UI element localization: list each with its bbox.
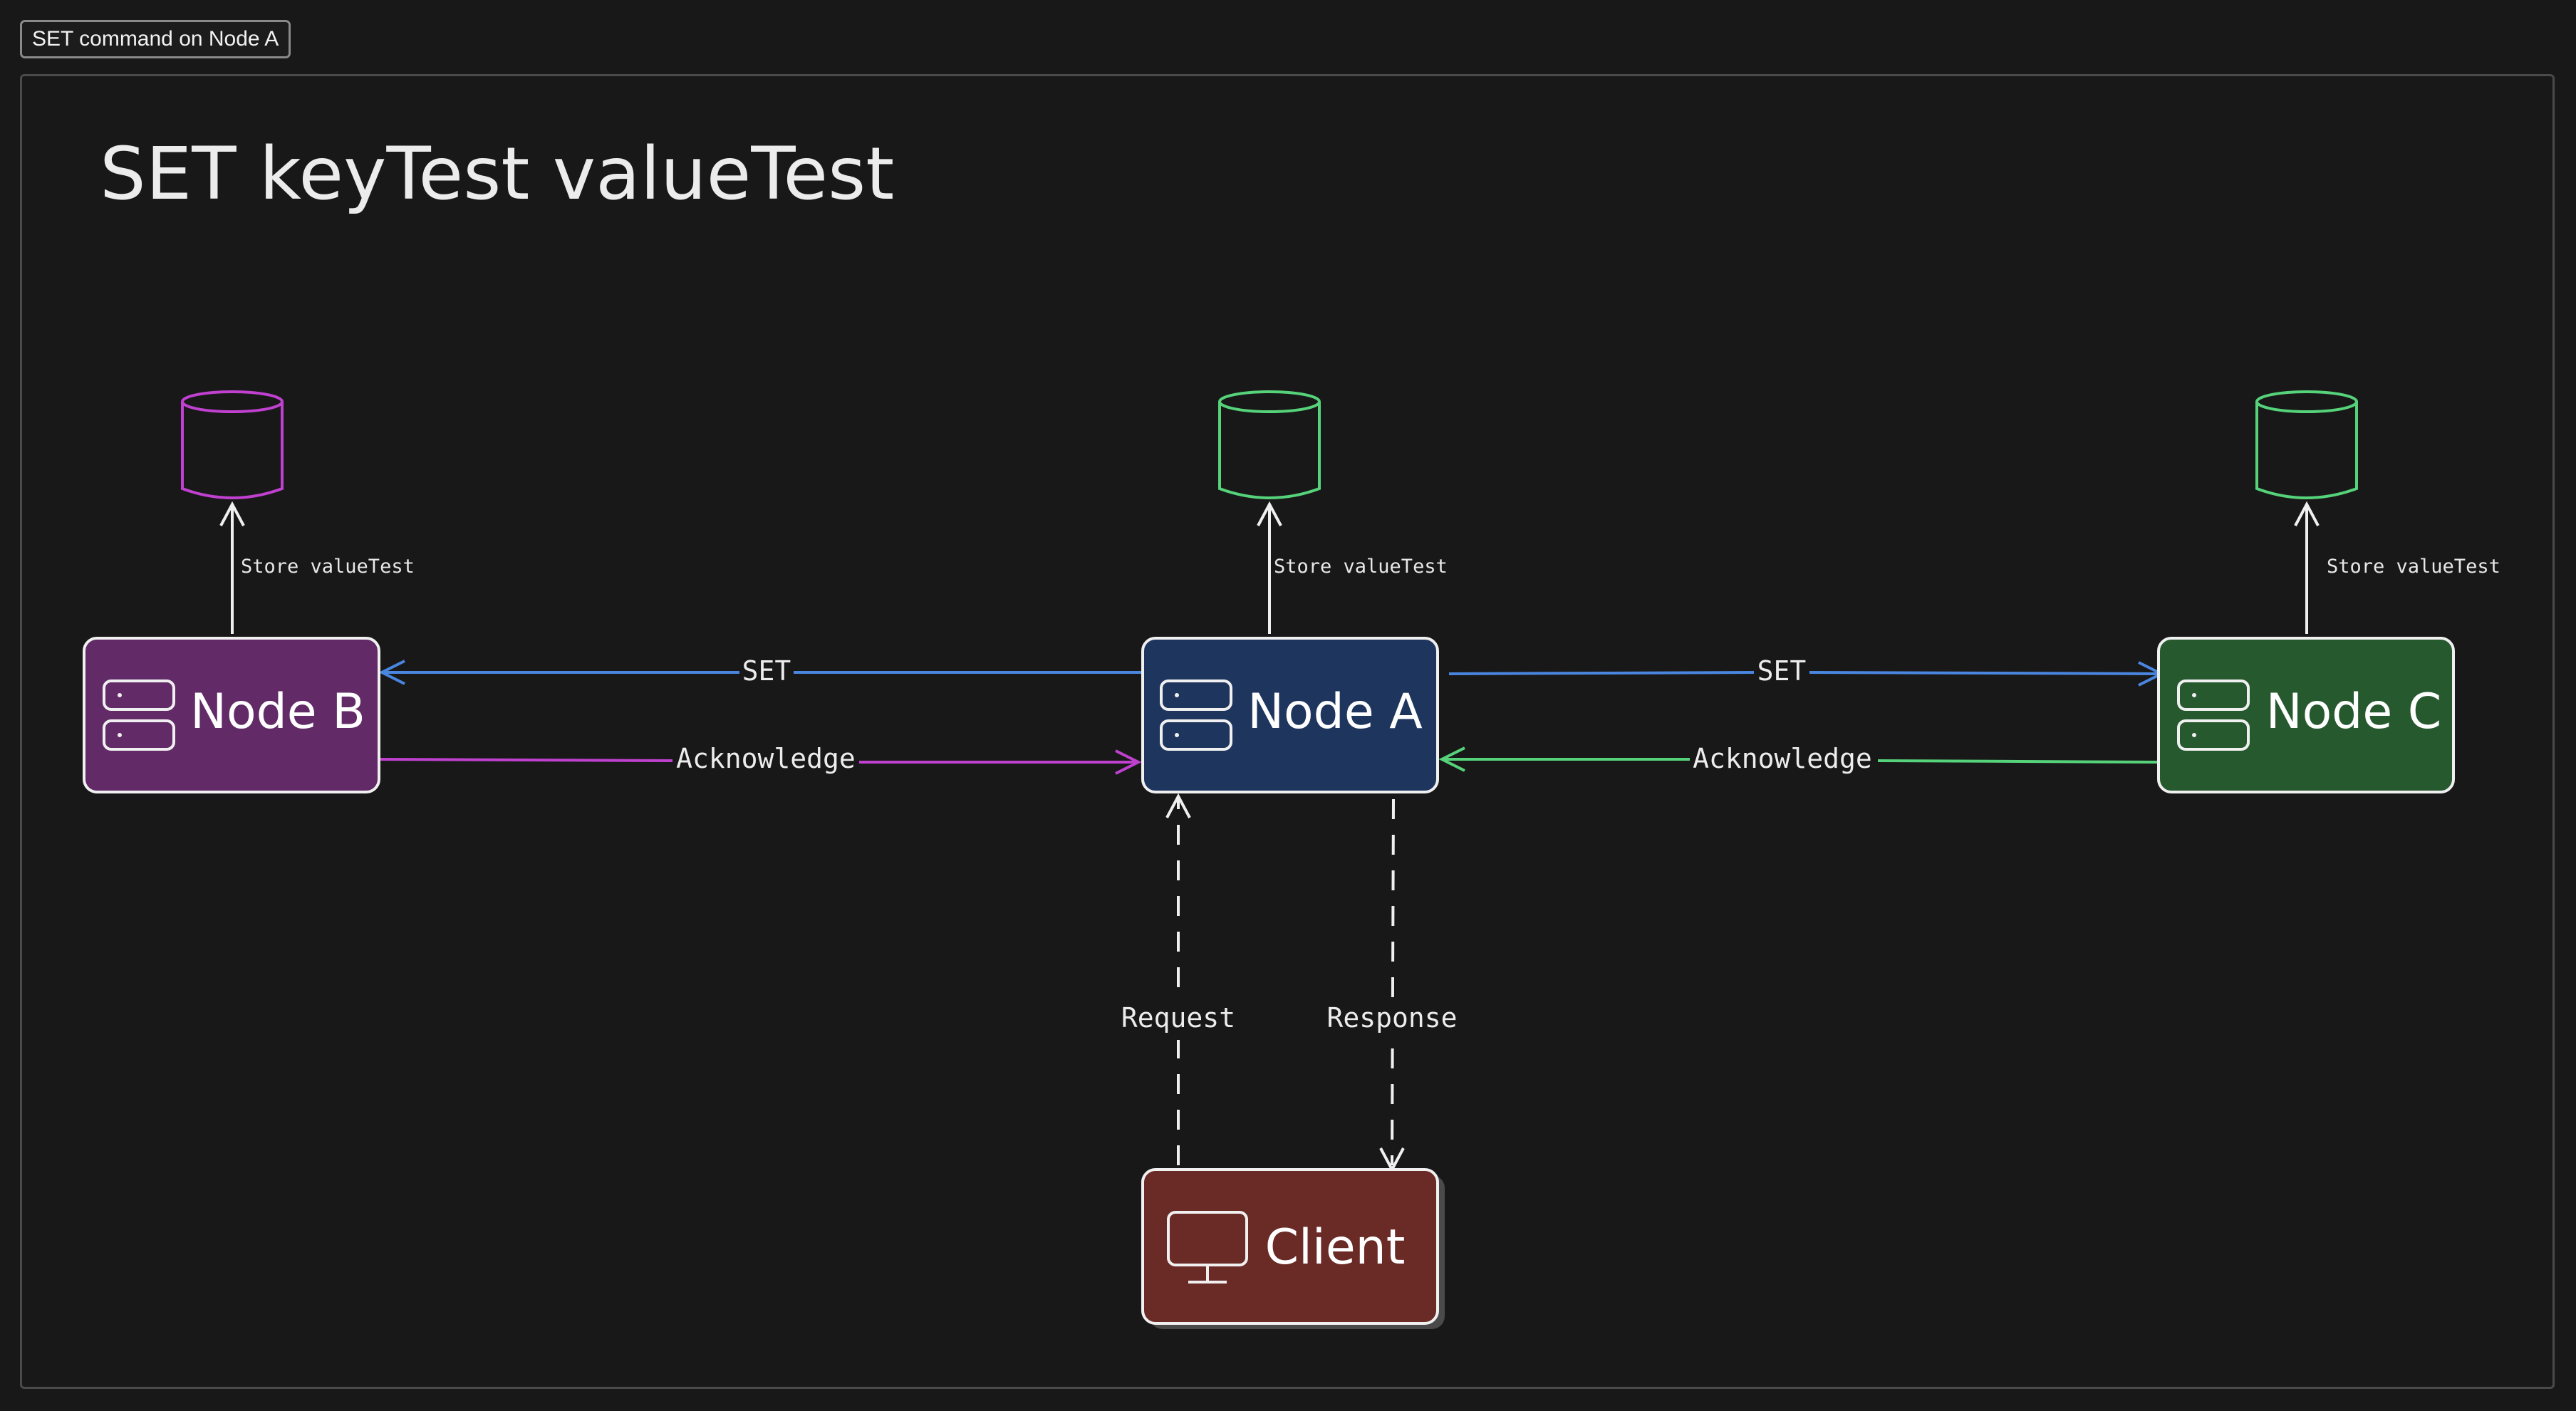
response-label-bg <box>1322 997 1462 1040</box>
store-arrow-node-a <box>1257 501 1282 634</box>
request-label-bg <box>1118 997 1240 1040</box>
store-label-node-b: Store valueTest <box>241 556 415 578</box>
node-b-label: Node B <box>190 684 365 740</box>
set-label-a-to-c: SET <box>1757 655 1807 687</box>
diagram-title: SET keyTest valueTest <box>100 132 895 217</box>
client-node[interactable]: Client <box>1141 1168 1445 1329</box>
ack-arrow-c-to-a <box>1438 746 2159 772</box>
database-icon-node-c <box>2255 390 2358 499</box>
response-label: Response <box>1326 1002 1457 1033</box>
frame-label[interactable]: SET command on Node A <box>20 20 291 58</box>
database-icon-node-a <box>1218 390 1321 499</box>
node-b[interactable]: Node B <box>83 637 380 793</box>
store-label-node-a: Store valueTest <box>1274 556 1448 578</box>
store-label-node-c: Store valueTest <box>2327 556 2500 578</box>
monitor-icon <box>1167 1211 1248 1284</box>
node-a-label: Node A <box>1247 684 1423 740</box>
diagram-frame <box>20 74 2555 1389</box>
set-label-a-to-b: SET <box>742 655 791 687</box>
ack-label-c-to-a: Acknowledge <box>1693 743 1872 774</box>
set-arrow-a-to-b <box>378 660 1141 685</box>
client-label: Client <box>1265 1219 1406 1276</box>
node-c[interactable]: Node C <box>2157 637 2455 793</box>
node-a[interactable]: Node A <box>1141 637 1439 793</box>
ack-arrow-b-to-a <box>380 749 1142 775</box>
store-arrow-node-c <box>2294 501 2320 634</box>
response-arrow <box>1379 798 1405 1173</box>
request-label: Request <box>1121 1002 1235 1033</box>
store-arrow-node-b <box>219 501 245 634</box>
request-arrow <box>1165 793 1191 1165</box>
database-icon-node-b <box>181 390 284 499</box>
ack-label-b-to-a: Acknowledge <box>676 743 856 774</box>
node-c-label: Node C <box>2266 684 2442 740</box>
